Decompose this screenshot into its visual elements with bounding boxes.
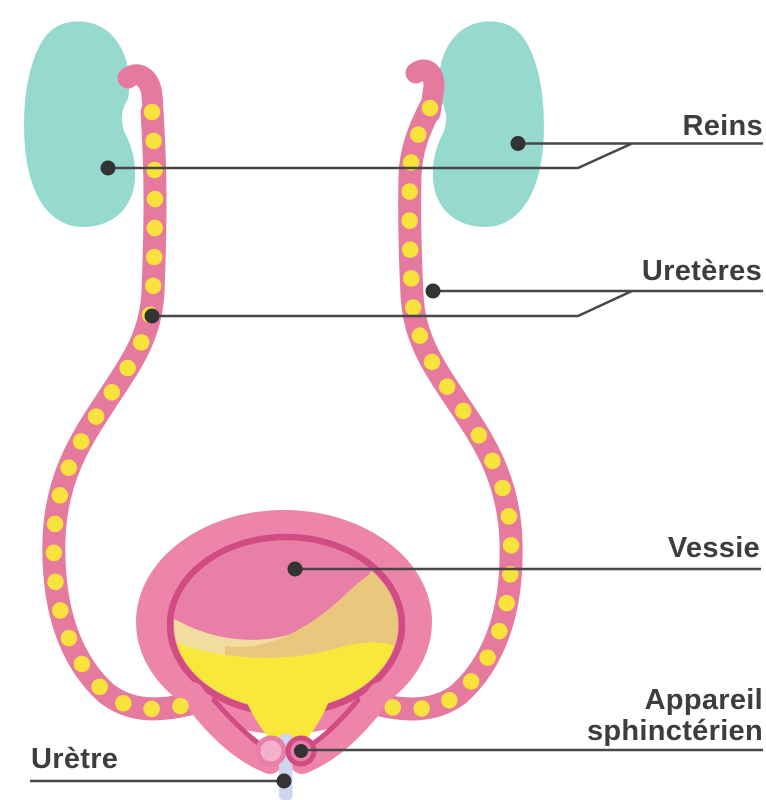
- bladder-neck-urine: [243, 693, 332, 755]
- reins-left-dot: [100, 160, 116, 176]
- left-kidney-shape: [24, 21, 136, 228]
- sphincter-ring-left: [255, 735, 287, 767]
- uretre-dot: [276, 773, 292, 789]
- reins-leader-left: [108, 142, 633, 170]
- ureteres-right-dot: [425, 283, 441, 299]
- label-reins: Reins: [682, 110, 763, 142]
- ureteres-leader-left: [152, 289, 633, 318]
- left-ureter-dots: [45, 103, 199, 718]
- vessie-dot: [287, 561, 303, 577]
- right-kidney-shape: [432, 21, 544, 228]
- label-appareil-sphincterien: Appareil sphinctérien: [587, 685, 763, 747]
- right-ureter-dots: [367, 99, 520, 718]
- reins-right-dot: [510, 136, 526, 151]
- label-appareil-line2: sphinctérien: [586, 715, 763, 747]
- appareil-sphincterien-dot: [294, 744, 308, 758]
- label-ureteres: Uretères: [641, 255, 762, 287]
- ureteres-left-dot: [144, 308, 160, 324]
- label-vessie: Vessie: [667, 532, 760, 564]
- label-uretre: Urètre: [31, 743, 119, 775]
- label-appareil-line1: Appareil: [644, 684, 763, 716]
